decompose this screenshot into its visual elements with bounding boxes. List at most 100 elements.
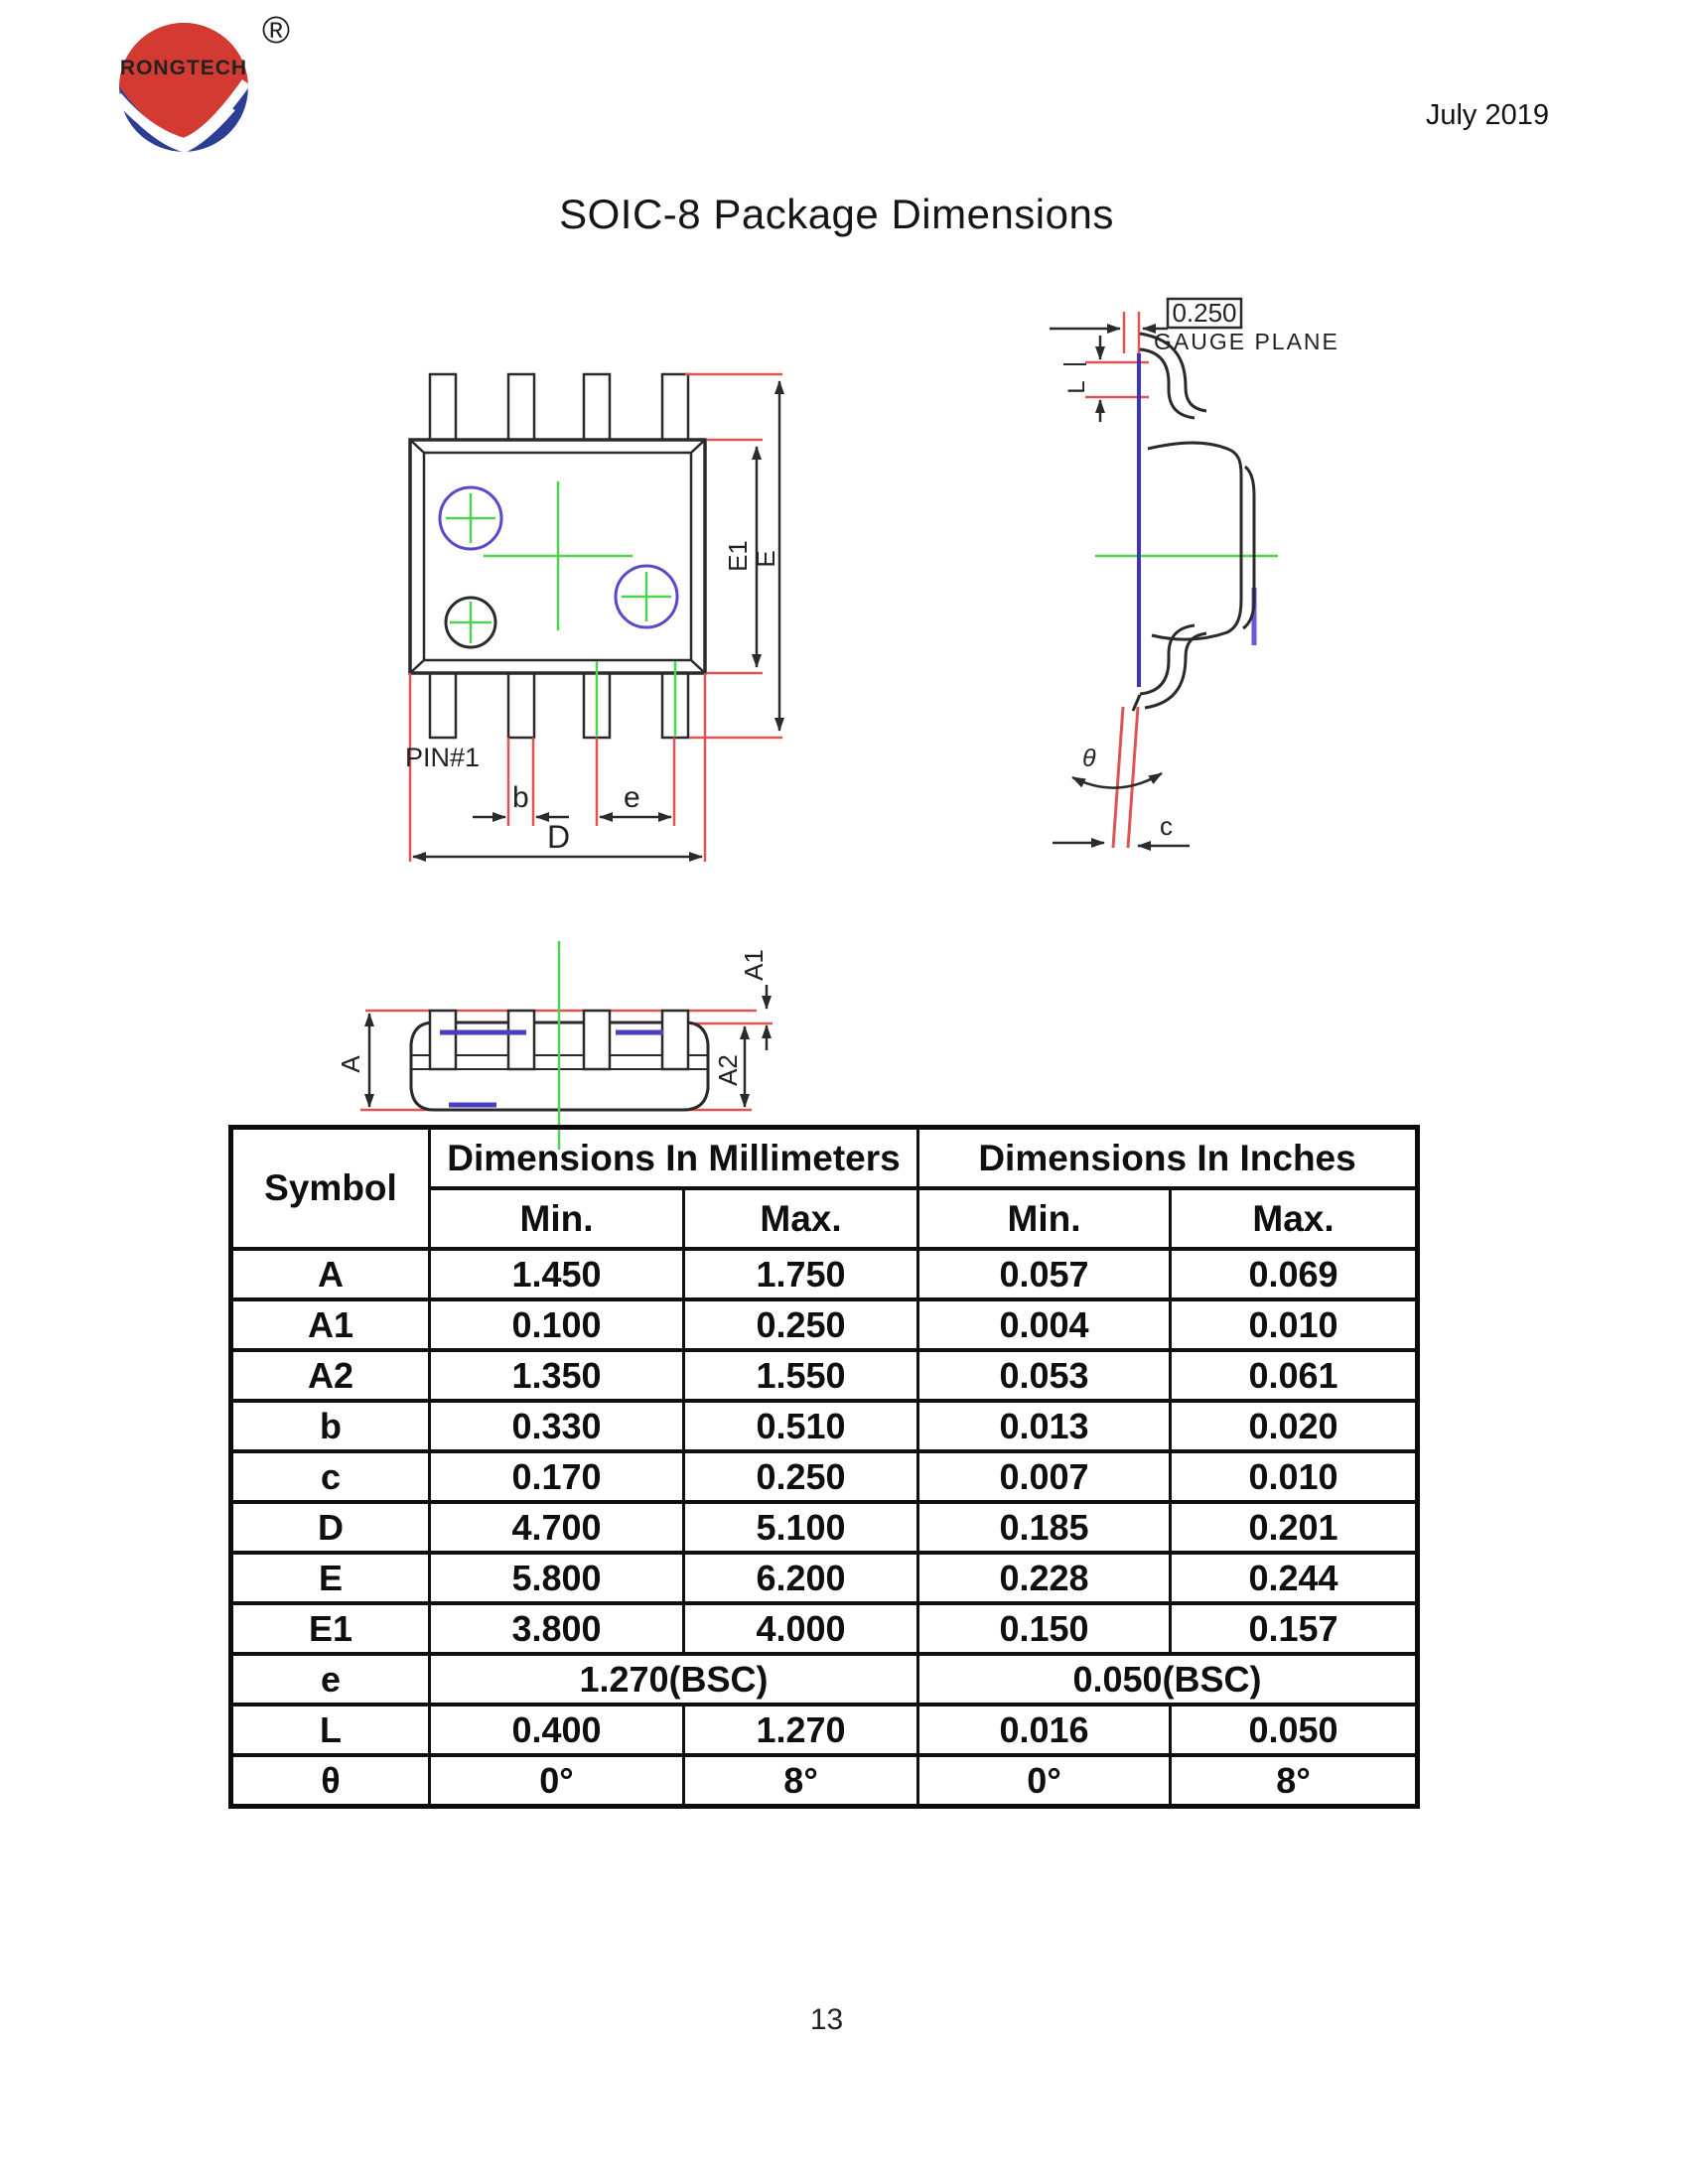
table-row: L 0.400 1.270 0.016 0.050 [229, 1703, 1420, 1757]
table-row: θ 0° 8° 0° 8° [229, 1753, 1420, 1809]
value-cell: 0.100 [428, 1297, 685, 1352]
value-cell: 0.010 [1169, 1297, 1420, 1352]
dim-label-c: c [1160, 811, 1173, 841]
gauge-value-label: 0.250 [1172, 298, 1236, 328]
rongtech-logo: ® RONGTECH [119, 10, 290, 152]
table-row: E 5.800 6.200 0.228 0.244 [229, 1551, 1420, 1605]
package-pins [428, 372, 690, 740]
top-view-drawing: PIN#1 b e D E1 E [405, 372, 784, 862]
symbol-cell: b [229, 1399, 431, 1453]
header-mm-min: Min. [428, 1186, 685, 1251]
table-row: A 1.450 1.750 0.057 0.069 [229, 1247, 1420, 1301]
value-cell: 0.201 [1169, 1500, 1420, 1555]
value-cell: 0.057 [916, 1247, 1173, 1301]
symbol-cell: e [229, 1652, 431, 1706]
value-cell: 0.250 [681, 1297, 920, 1352]
value-cell: 0.250 [681, 1449, 920, 1504]
theta-arc [1071, 771, 1163, 789]
side-view-drawing: 0.250 GAUGE PLANE L θ c [1050, 297, 1337, 851]
header-in-min: Min. [916, 1186, 1173, 1251]
value-cell: 0.053 [916, 1348, 1173, 1403]
value-cell: 1.350 [428, 1348, 685, 1403]
value-cell: 6.200 [681, 1551, 920, 1605]
value-cell-in-span: 0.050(BSC) [916, 1652, 1420, 1706]
pin1-marker-circle [444, 596, 497, 649]
dim-label-L: L [1063, 380, 1090, 393]
symbol-cell: A1 [229, 1297, 431, 1352]
table-header-row-minmax: Min. Max. Min. Max. [231, 1186, 1420, 1251]
dim-label-A1: A1 [739, 949, 769, 981]
table-header-row-groups: Symbol Dimensions In Millimeters Dimensi… [229, 1125, 1420, 1251]
symbol-cell: L [229, 1703, 431, 1757]
value-cell: 0.150 [916, 1601, 1173, 1656]
doc-date: July 2019 [1425, 99, 1549, 131]
value-cell: 0.069 [1169, 1247, 1420, 1301]
value-cell: 1.550 [681, 1348, 920, 1403]
value-cell: 0.010 [1169, 1449, 1420, 1504]
value-cell: 0° [428, 1753, 685, 1809]
dim-label-A: A [336, 1055, 365, 1073]
value-cell: 3.800 [428, 1601, 685, 1656]
value-cell: 0.185 [916, 1500, 1173, 1555]
index-circle-blue-2 [614, 564, 679, 629]
symbol-cell: A2 [229, 1348, 431, 1403]
value-cell: 0.400 [428, 1703, 685, 1757]
green-centerlines [446, 481, 677, 736]
value-cell: 0.244 [1169, 1551, 1420, 1605]
header-group-mm: Dimensions In Millimeters [427, 1125, 920, 1190]
header-mm-max: Max. [681, 1186, 920, 1251]
dimensions-table: Symbol Dimensions In Millimeters Dimensi… [228, 1125, 1421, 1809]
L-dim-lines [1063, 336, 1105, 422]
value-cell: 0.050 [1169, 1703, 1420, 1757]
value-cell: 0.157 [1169, 1601, 1420, 1656]
dim-label-E1: E1 [723, 540, 753, 572]
dimension-lines [412, 380, 784, 862]
package-pins [428, 1009, 690, 1071]
value-cell: 0° [916, 1753, 1173, 1809]
value-cell: 0.228 [916, 1551, 1173, 1605]
header-symbol: Symbol [229, 1125, 431, 1251]
table-row: c 0.170 0.250 0.007 0.010 [229, 1449, 1420, 1504]
red-extension-lines [408, 372, 782, 862]
gauge-value-box [1166, 297, 1243, 330]
value-cell: 5.100 [681, 1500, 920, 1555]
symbol-cell: c [229, 1449, 431, 1504]
lead-profile [1131, 332, 1207, 712]
dim-label-theta: θ [1082, 745, 1096, 772]
dimensions-table-container: Symbol Dimensions In Millimeters Dimensi… [228, 1125, 1421, 1809]
table-row: A2 1.350 1.550 0.053 0.061 [229, 1348, 1420, 1403]
red-extension-lines [360, 1009, 773, 1112]
dim-label-A2: A2 [713, 1054, 743, 1086]
pin1-label: PIN#1 [405, 743, 480, 772]
value-cell-mm-span: 1.270(BSC) [427, 1652, 920, 1706]
value-cell: 1.270 [681, 1703, 920, 1757]
table-row: A1 0.100 0.250 0.004 0.010 [229, 1297, 1420, 1352]
value-cell: 0.330 [428, 1399, 685, 1453]
dimension-lines [364, 985, 772, 1108]
value-cell: 8° [681, 1753, 920, 1809]
table-row: b 0.330 0.510 0.013 0.020 [229, 1399, 1420, 1453]
red-extension-lines [1085, 312, 1149, 849]
body-outline [1147, 441, 1256, 641]
front-view-drawing: A A2 A1 [336, 941, 773, 1150]
package-body [408, 438, 707, 675]
header-in-max: Max. [1169, 1186, 1420, 1251]
value-cell: 4.000 [681, 1601, 920, 1656]
value-cell: 5.800 [428, 1551, 685, 1605]
blue-edge-segments [440, 1029, 663, 1108]
value-cell: 0.170 [428, 1449, 685, 1504]
symbol-cell: θ [229, 1753, 431, 1809]
value-cell: 0.061 [1169, 1348, 1420, 1403]
table-row: E1 3.800 4.000 0.150 0.157 [229, 1601, 1420, 1656]
dim-label-D: D [547, 819, 570, 855]
dim-label-b: b [512, 781, 529, 814]
value-cell: 8° [1169, 1753, 1420, 1809]
symbol-cell: D [229, 1500, 431, 1555]
page-title: SOIC-8 Package Dimensions [559, 191, 1114, 237]
registered-trademark-icon: ® [262, 10, 290, 52]
value-cell: 0.007 [916, 1449, 1173, 1504]
logo-brand-text: RONGTECH [120, 57, 247, 79]
table-row: D 4.700 5.100 0.185 0.201 [229, 1500, 1420, 1555]
value-cell: 4.700 [428, 1500, 685, 1555]
